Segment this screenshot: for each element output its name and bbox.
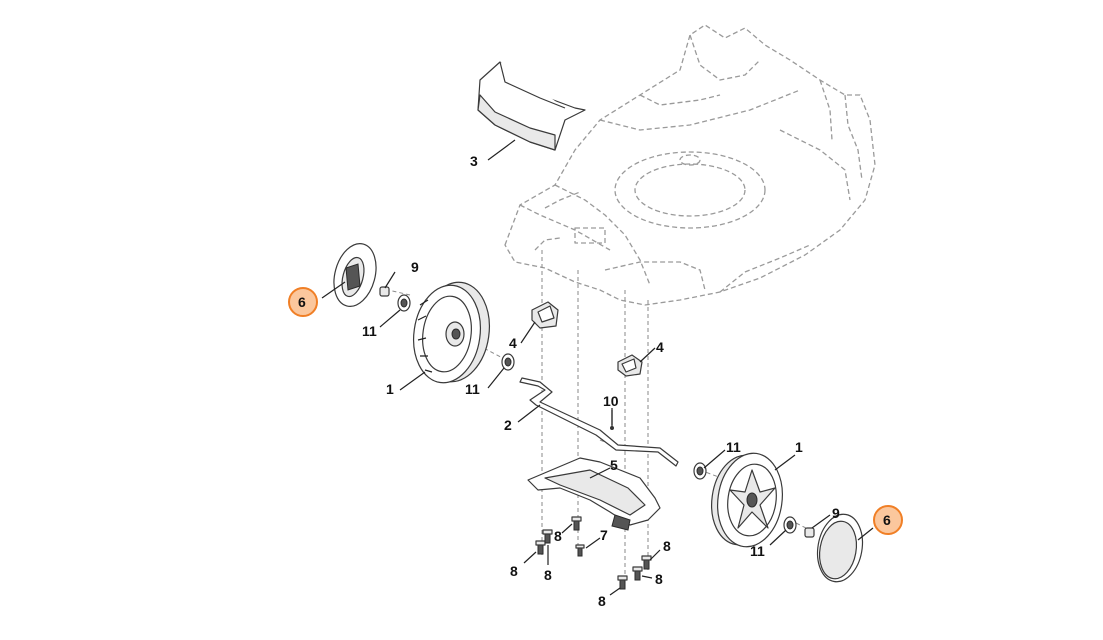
callout-1-left[interactable]: 1	[386, 381, 394, 397]
part-8-screw-c	[571, 516, 582, 531]
callout-2[interactable]: 2	[504, 417, 512, 433]
callout-7[interactable]: 7	[600, 527, 608, 543]
part-2-axle	[519, 377, 679, 467]
part-8-screw-b	[542, 529, 553, 544]
part-1-right-wheel	[711, 452, 783, 548]
callout-8-a[interactable]: 8	[554, 528, 562, 544]
callout-6-left[interactable]: 6	[298, 294, 306, 310]
callout-3[interactable]: 3	[470, 153, 478, 169]
screws	[535, 516, 652, 590]
part-8-screw-e	[632, 566, 643, 581]
callout-4-right[interactable]: 4	[656, 339, 664, 355]
callout-11-left-inner[interactable]: 11	[465, 381, 480, 397]
leader-lines	[321, 139, 874, 596]
highlight-circle-6-left	[288, 287, 318, 317]
callout-8-f[interactable]: 8	[598, 593, 606, 609]
callout-10[interactable]: 10	[603, 393, 619, 409]
part-11-left-bushing-inner	[501, 353, 515, 371]
callout-6-right[interactable]: 6	[883, 512, 891, 528]
part-8-screw-d	[641, 555, 652, 570]
part-11-left-bushing-outer	[397, 294, 411, 312]
mower-deck-outline	[504, 24, 876, 306]
part-8-screw-f	[617, 575, 628, 590]
callout-11-left-outer[interactable]: 11	[362, 323, 377, 339]
callout-11-right-inner[interactable]: 11	[726, 439, 741, 455]
part-6-right-hubcap	[816, 513, 864, 583]
callout-8-b[interactable]: 8	[510, 563, 518, 579]
callout-8-e[interactable]: 8	[655, 571, 663, 587]
part-9-left-nut	[379, 286, 390, 297]
callout-4-left[interactable]: 4	[509, 335, 517, 351]
callout-1-right[interactable]: 1	[795, 439, 803, 455]
highlight-circle-6-right	[873, 505, 903, 535]
callout-11-right-outer[interactable]: 11	[750, 543, 765, 559]
part-9-right-nut	[804, 527, 815, 538]
part-1-left-wheel	[413, 281, 490, 384]
part-4-right-bracket	[617, 354, 643, 377]
callout-8-c[interactable]: 8	[544, 567, 552, 583]
part-4-left-bracket	[531, 301, 559, 329]
part-7-screw	[575, 544, 585, 557]
part-11-right-bushing-inner	[693, 462, 707, 480]
part-8-screw-a	[535, 540, 546, 555]
callout-8-d[interactable]: 8	[663, 538, 671, 554]
callout-5[interactable]: 5	[610, 457, 618, 473]
callout-labels: 3 6 9 11 1 11 4 2 4 10 5 11 1 9 6 11 7 8…	[298, 153, 891, 609]
part-11-right-bushing-outer	[783, 516, 797, 534]
callout-9-left[interactable]: 9	[411, 259, 419, 275]
callout-9-right[interactable]: 9	[832, 505, 840, 521]
part-3-front-cover	[477, 61, 586, 151]
part-6-left-hubcap	[333, 243, 377, 307]
part-5-support	[527, 457, 661, 531]
